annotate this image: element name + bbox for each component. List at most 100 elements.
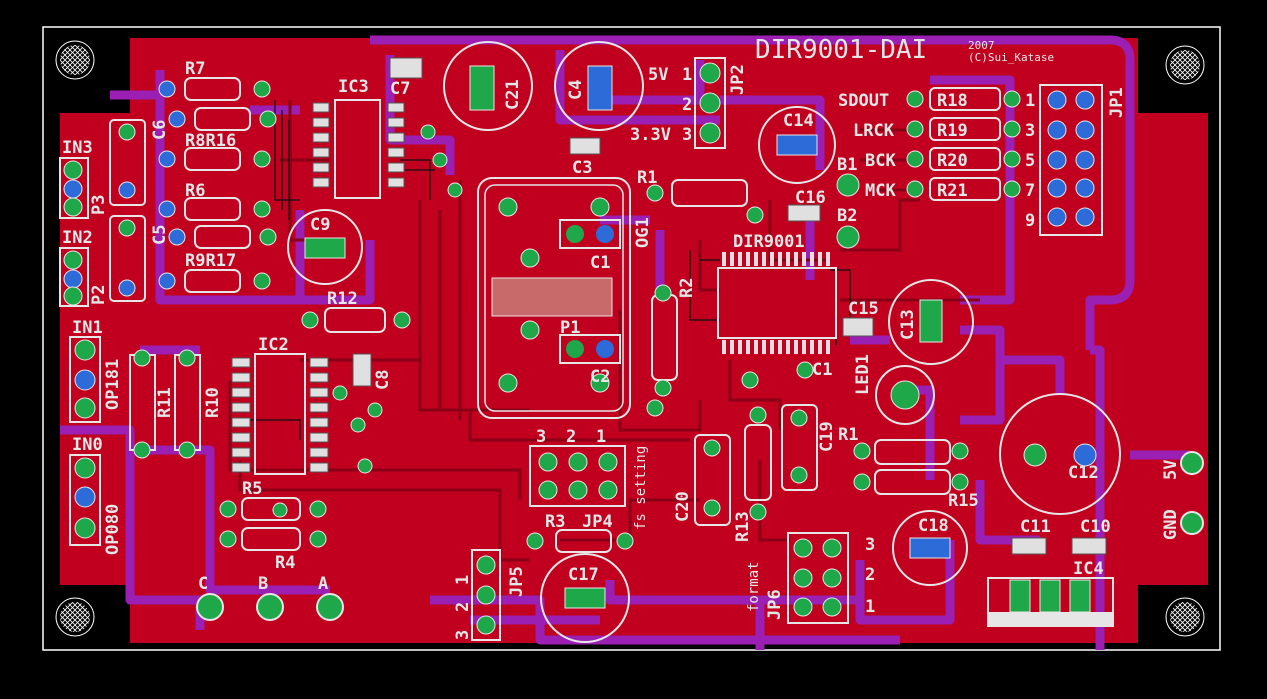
resistor-pads-left <box>118 80 277 297</box>
select-pads <box>196 593 344 621</box>
board-outline <box>42 26 1221 651</box>
silk-label: R10 <box>203 387 223 418</box>
silk-label: IC2 <box>258 335 289 355</box>
silk-label: IC3 <box>338 77 369 97</box>
silk-label: C15 <box>848 299 879 319</box>
silk-label: 1 <box>596 427 606 447</box>
silk-label: A <box>318 574 328 594</box>
silk-label: R12 <box>327 289 358 309</box>
jp1-header <box>906 84 1103 236</box>
silk-label: R9R17 <box>185 251 236 271</box>
silk-label: B1 <box>837 155 857 175</box>
silk-label: C18 <box>918 516 949 536</box>
silk-label: SDOUT <box>838 91 889 111</box>
silk-label: C19 <box>817 421 837 452</box>
silk-label: OG1 <box>633 217 653 248</box>
silk-label: C8 <box>373 370 393 390</box>
silk-label: 3 <box>1025 121 1035 141</box>
silk-label: OP080 <box>103 504 123 555</box>
input-headers <box>59 157 101 546</box>
silk-label: C9 <box>310 215 330 235</box>
silk-label: R20 <box>937 151 968 171</box>
silk-label: B <box>258 574 268 594</box>
silk-label: GND <box>1161 509 1181 540</box>
silk-label: R2 <box>677 278 697 298</box>
silk-label: IN3 <box>62 138 93 158</box>
silk-label: OP181 <box>103 359 123 410</box>
silk-label: 2 <box>682 95 692 115</box>
silk-label: BCK <box>865 151 896 171</box>
silk-label: C11 <box>1020 517 1051 537</box>
ic2-soic <box>129 349 329 475</box>
silk-label: 3 <box>865 535 875 555</box>
film-caps <box>694 404 818 526</box>
silkscreen-text: DIR9001-DAI 2007 (C)Sui_Katase R7 R8R16 … <box>62 35 1181 640</box>
silk-label: C13 <box>898 309 918 340</box>
silk-label: C5 <box>150 225 170 245</box>
silk-label: R1 <box>838 425 858 445</box>
silk-label: C3 <box>572 158 592 178</box>
silk-label: 9 <box>1025 211 1035 231</box>
mounting-holes <box>55 40 1205 637</box>
silk-label: R19 <box>937 121 968 141</box>
silk-label: 1 <box>682 65 692 85</box>
electrolytic-caps <box>287 41 1121 643</box>
silk-label: JP2 <box>728 64 748 95</box>
silk-label: R1 <box>637 168 657 188</box>
silk-label: 5 <box>1025 151 1035 171</box>
silk-label: 3 <box>536 427 546 447</box>
silk-label: R4 <box>275 553 295 573</box>
silk-label: LRCK <box>853 121 895 141</box>
fs-setting-header <box>529 445 626 507</box>
silk-label: B2 <box>837 206 857 226</box>
silk-label: C1 <box>812 360 832 380</box>
silk-label: JP4 <box>582 512 613 532</box>
silk-label: C16 <box>795 188 826 208</box>
silk-label: 3 <box>453 630 473 640</box>
silk-label: DIR9001 <box>733 232 805 252</box>
silk-label: C17 <box>568 565 599 585</box>
silk-label: P2 <box>89 285 109 305</box>
silk-label: P3 <box>89 195 109 215</box>
silk-label: C21 <box>503 79 523 110</box>
silk-label: C4 <box>566 80 586 100</box>
silk-label: fs setting <box>633 446 649 530</box>
jp6-header <box>787 532 849 624</box>
silk-label: 1 <box>1025 91 1035 111</box>
silk-label: R21 <box>937 181 968 201</box>
silk-label: C2 <box>590 367 610 387</box>
mid-pads <box>219 124 969 550</box>
crystal-module <box>477 177 631 419</box>
silk-label: 3.3V <box>630 125 671 145</box>
electrolytic-pads <box>304 65 1097 609</box>
silk-label: IN0 <box>72 435 103 455</box>
silk-label: C7 <box>390 79 410 99</box>
board-copyright: (C)Sui_Katase <box>968 51 1054 64</box>
silk-label: 2 <box>566 427 576 447</box>
jp2-header <box>694 57 726 149</box>
silk-label: C14 <box>783 111 814 131</box>
ic3-soic <box>312 57 423 199</box>
silk-label: 5V <box>1161 460 1181 480</box>
silk-label: R7 <box>185 59 205 79</box>
silk-label: C <box>198 574 208 594</box>
silk-label: R8R16 <box>185 131 236 151</box>
smd-caps <box>352 137 1107 555</box>
silk-label: R13 <box>733 511 753 542</box>
silk-label: 5V <box>648 65 668 85</box>
silk-label: IN2 <box>62 228 93 248</box>
silk-label: JP6 <box>765 589 785 620</box>
silk-label: 2 <box>865 565 875 585</box>
silk-label: MCK <box>865 181 896 201</box>
silk-label: R11 <box>155 387 175 418</box>
silk-label: R15 <box>948 491 979 511</box>
dir9001-chip <box>717 252 837 354</box>
ic4-regulator <box>987 577 1114 627</box>
silk-label: C1 <box>590 253 610 273</box>
silk-label: JP5 <box>507 566 527 597</box>
silk-label: 1 <box>865 597 875 617</box>
silk-label: format <box>746 561 762 612</box>
silk-label: R5 <box>242 479 262 499</box>
silk-label: P1 <box>560 318 580 338</box>
